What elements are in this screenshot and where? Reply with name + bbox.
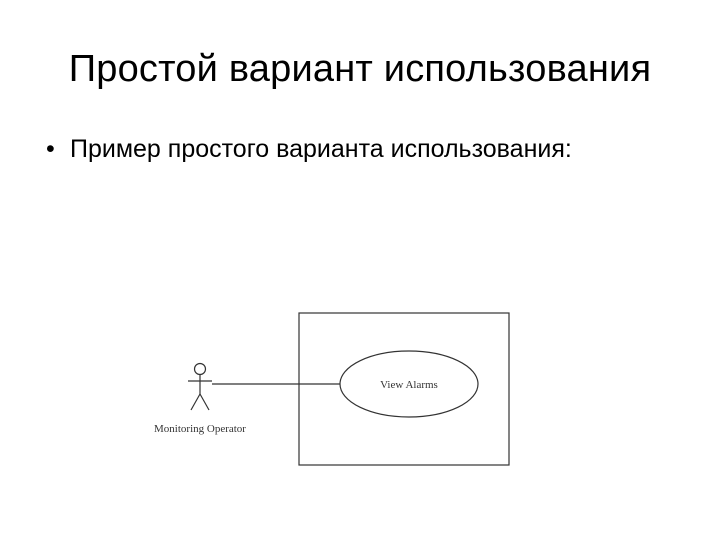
- actor-left-leg: [190, 393, 201, 411]
- bullet-mark: •: [46, 135, 55, 163]
- actor-head: [193, 362, 207, 376]
- bullet-item: • Пример простого варианта использования:: [46, 132, 572, 166]
- bullet-text: Пример простого варианта использования:: [70, 135, 572, 163]
- slide-title: Простой вариант использования: [68, 48, 652, 90]
- actor-label: Monitoring Operator: [154, 423, 246, 435]
- use-case-ellipse: [339, 350, 479, 418]
- actor-right-leg: [199, 393, 210, 411]
- system-boundary: [298, 312, 510, 466]
- actor-figure: [188, 362, 212, 411]
- use-case-label: View Alarms: [380, 379, 438, 391]
